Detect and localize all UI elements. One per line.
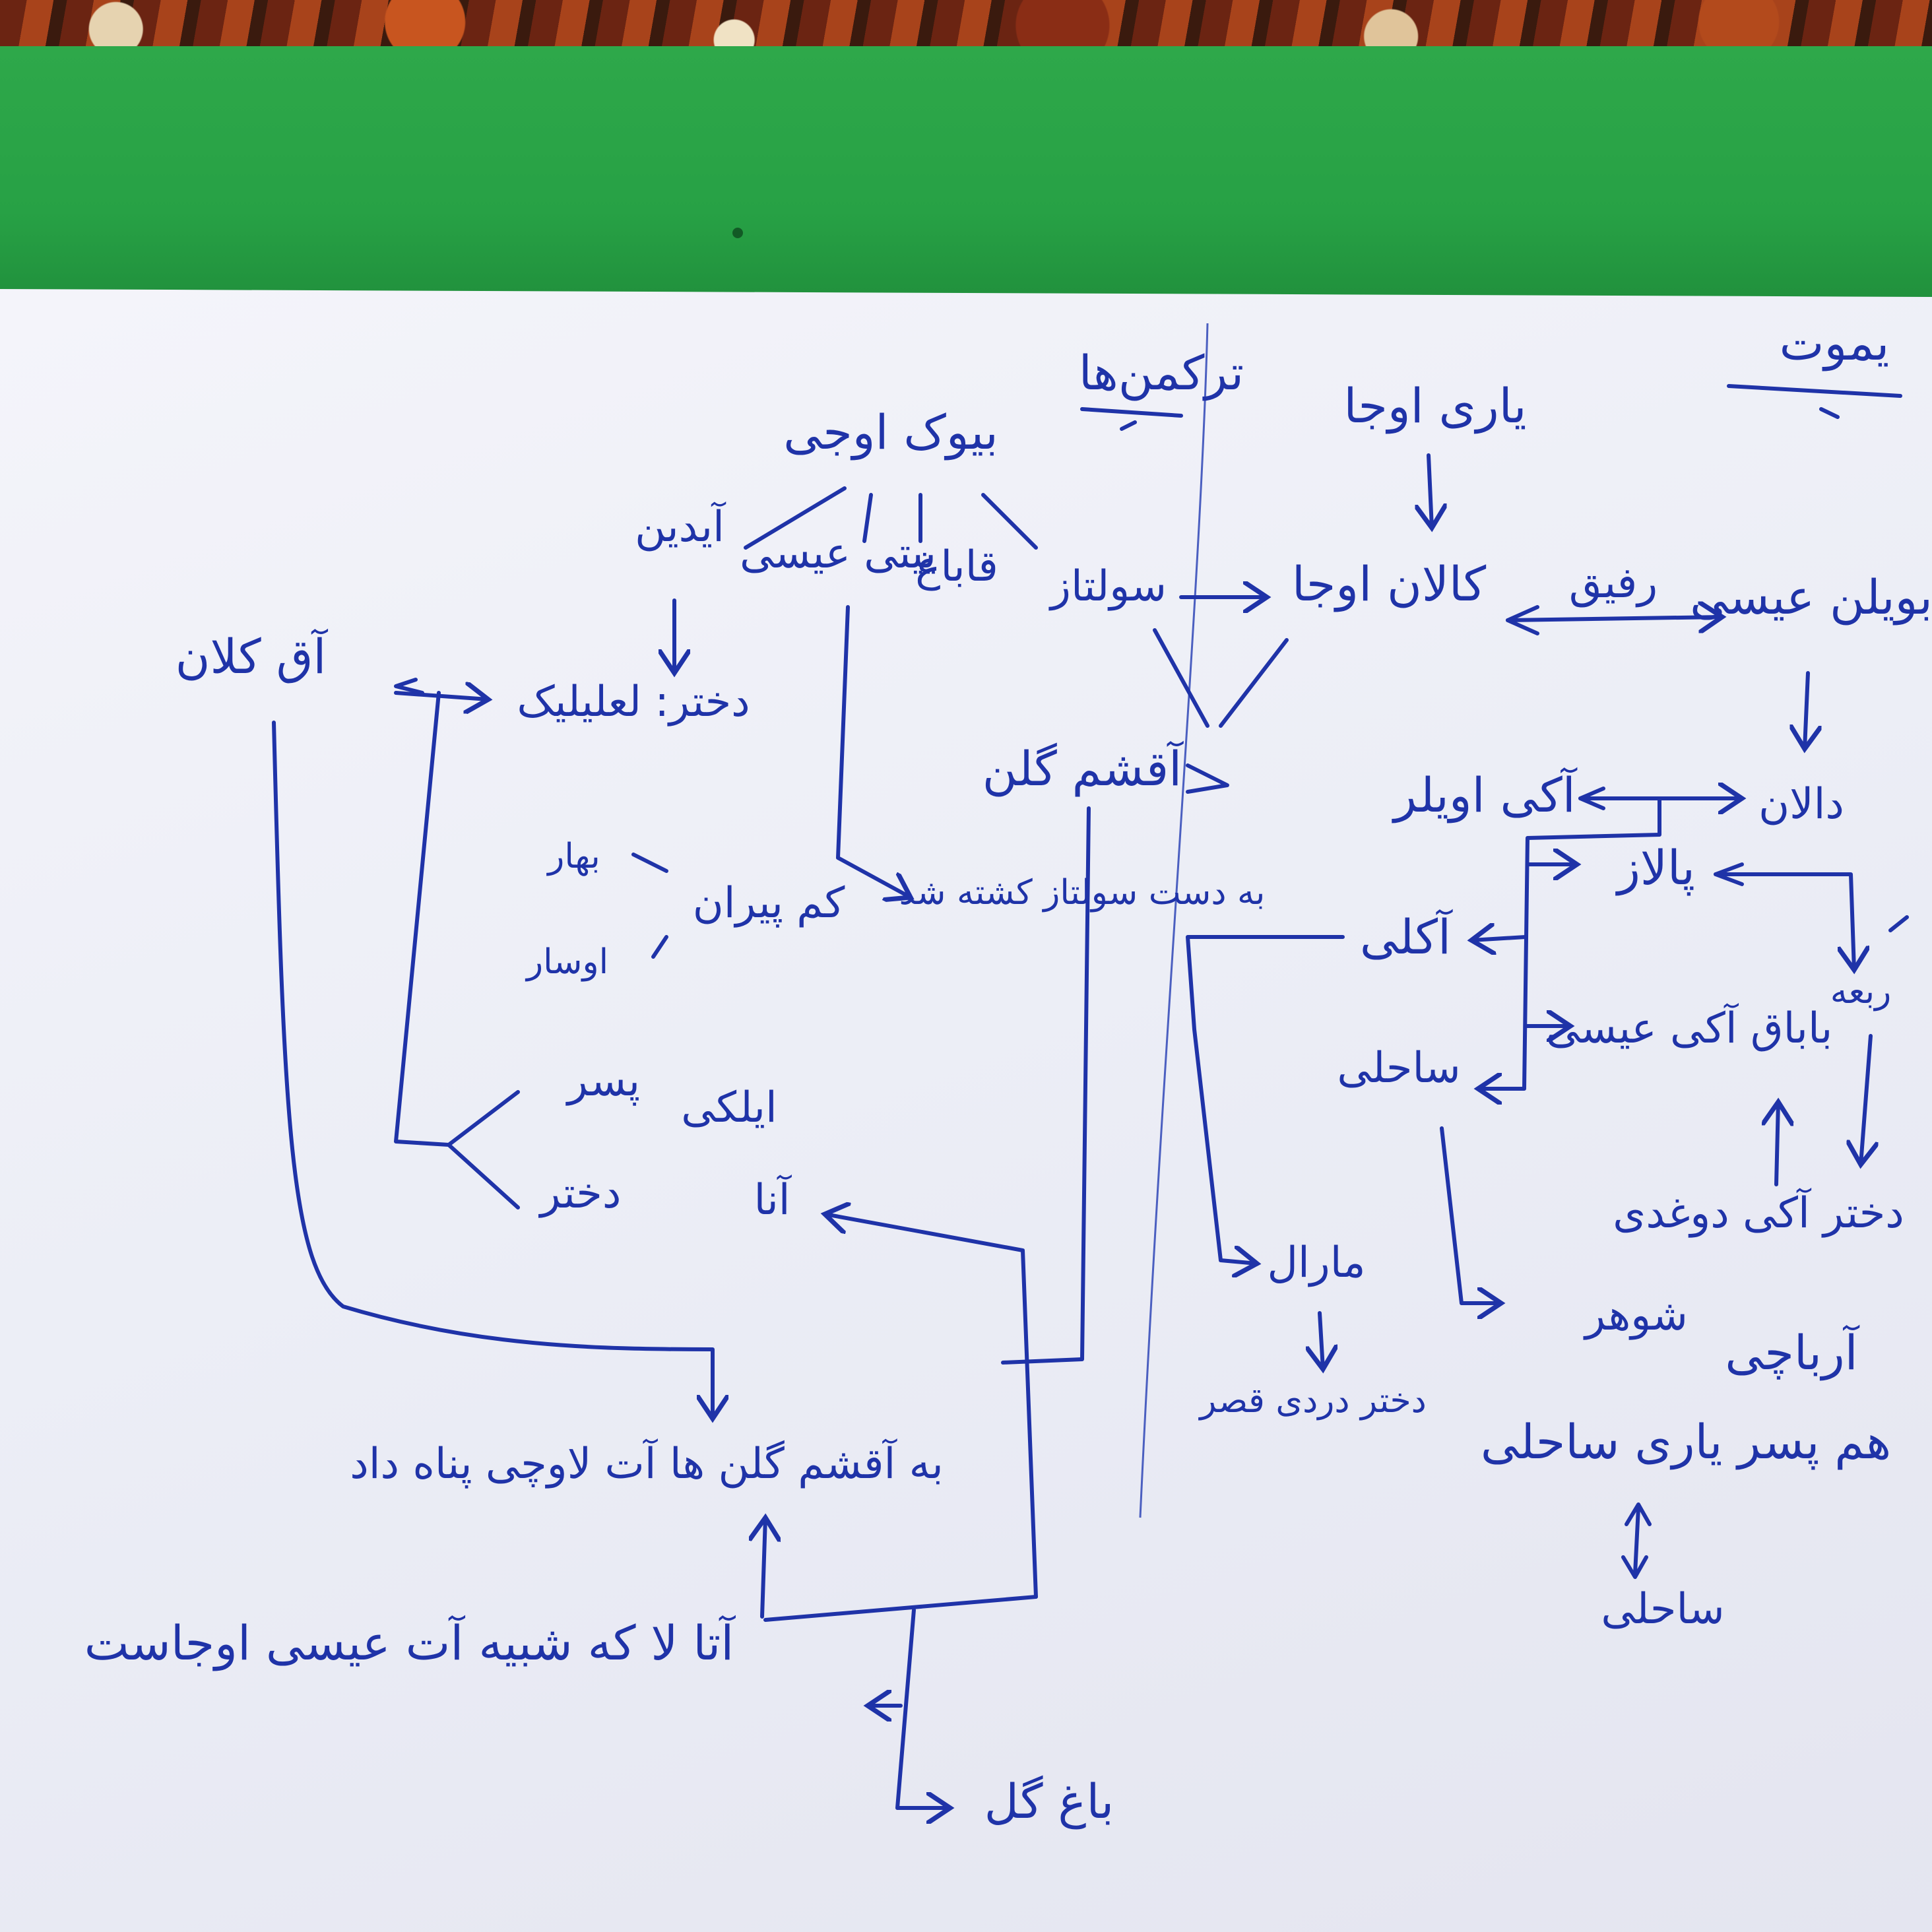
node-sahili2: ساحلی (1601, 1585, 1724, 1634)
node-aghlan: آق کلان (176, 628, 329, 684)
section-divider (1139, 323, 1209, 1518)
heading-turkmen: ترکمن‌ها (1079, 345, 1244, 431)
line-aghlan-down (272, 721, 713, 1419)
double-arrow-sahili (1633, 1506, 1640, 1576)
node-akhsham: آقشم گلن (982, 740, 1184, 797)
line-rabia-down (1861, 1034, 1871, 1165)
node-baba-aki-isi: باباق آکی عیسی (1546, 1002, 1833, 1053)
arrow-yari-kalan (1429, 453, 1432, 528)
paper-sheet (0, 289, 1932, 1932)
heading-yomut: یموت (1727, 315, 1902, 419)
line-akli-maral (1186, 935, 1345, 1264)
node-killed: به دست سولتاز کشته شد (899, 873, 1266, 913)
node-bulun-isi: بویلن عیسی (1690, 569, 1932, 626)
node-maral: مارال (1268, 1239, 1366, 1287)
marriage-aghlan-girl (394, 693, 488, 699)
node-yari-oja: یاری اوجا (1343, 378, 1526, 434)
node-anna: آنا (754, 1174, 792, 1225)
arrow-maral-girl (1320, 1311, 1323, 1369)
node-girl: دختر (538, 1169, 622, 1218)
node-sahili: ساحلی (1337, 1044, 1460, 1093)
line-yiti-kampiran (836, 605, 911, 897)
node-hum-yari: هم پسر یاری ساحلی (1481, 1414, 1891, 1470)
node-aydin: آیدین (635, 501, 726, 552)
node-kam-piran: کم پیران (693, 879, 845, 928)
node-ilili: ایلکی (681, 1083, 777, 1132)
node-aki-ovlir: آکی اویلر (1392, 767, 1578, 823)
heading-yomut-text: یموت (1780, 315, 1890, 371)
children-stem (1478, 796, 1661, 1089)
branch-join-2 (1219, 638, 1289, 728)
node-kalan-oja: کالان اوجا (1292, 556, 1487, 612)
node-husband: شوهر (1583, 1291, 1688, 1340)
node-sultan: سولتاز (1048, 562, 1167, 611)
marriage-kalan-bulun (1506, 617, 1722, 620)
arrow-to-tahtesh (762, 1518, 765, 1619)
branch-sultan (981, 493, 1038, 550)
line-sahili-husband (1440, 1126, 1501, 1303)
node-palaz: پالاز (1615, 840, 1695, 896)
heading-turkmen-text: ترکمن‌ها (1079, 345, 1244, 401)
node-son: پسر (565, 1057, 640, 1106)
node-arabaji: آرباچی (1725, 1324, 1859, 1381)
node-ghabagh: قاباغ (915, 542, 998, 591)
node-tahtesh: به آقشم گلن ها آت لاوچی پناه داد (350, 1438, 944, 1489)
arrow-up-baba (1776, 1102, 1778, 1186)
node-avsar: اوسار (525, 942, 608, 982)
node-rabia: ربعه (1830, 972, 1892, 1012)
node-yiti-isi: ییتی عیسی (740, 529, 936, 578)
node-bionajar: بیوک اوجی (783, 404, 998, 461)
node-friend: رفیق (1569, 559, 1658, 608)
node-girl-dordi: دختر دردی قصر (1198, 1381, 1427, 1421)
node-ata-la: آتا لا که شبیه آت عیسی اوجاست (84, 1615, 736, 1671)
arrow-bulun-dallan (1805, 671, 1808, 749)
line-bottom-stem (895, 1608, 950, 1808)
branch-bahar (631, 853, 668, 873)
folder-mark (732, 228, 743, 238)
line-girl-ilili (394, 691, 451, 1147)
arrow-akli (1471, 937, 1528, 940)
branch-join-1 (1153, 628, 1209, 728)
node-bahar: بهار (546, 837, 600, 876)
branch-ghabagh (862, 493, 873, 543)
node-aki-ii: آکلی (1360, 909, 1453, 965)
marriage-palaz-rabia (1714, 872, 1854, 970)
line-bottom-join (763, 1595, 1038, 1622)
green-folder (0, 46, 1932, 323)
node-girl-telli: دختر: لعلیلیک (517, 678, 750, 726)
arrow-to-anna (825, 1214, 1038, 1599)
line-akhsham-down (1001, 806, 1091, 1365)
node-girl-dorazi: دختر آکی دوغدی (1613, 1187, 1904, 1238)
branch-avsar (651, 935, 668, 959)
node-bagh-gol: باغ گل (984, 1774, 1114, 1830)
branch-aydin (744, 486, 847, 550)
node-dallan: دالان (1758, 780, 1844, 829)
